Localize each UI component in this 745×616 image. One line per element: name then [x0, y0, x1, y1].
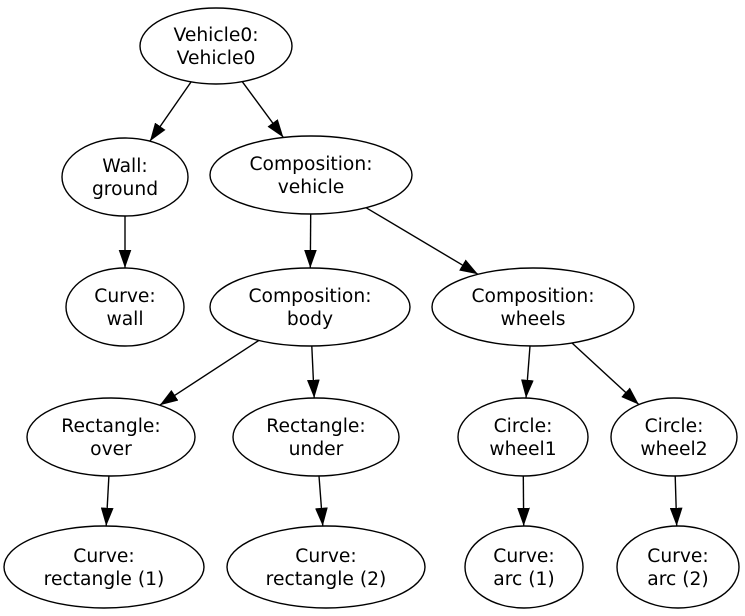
edge-composition_wheels-to-circle_wheel2 — [571, 342, 640, 406]
node-composition_vehicle: Composition:vehicle — [209, 135, 413, 215]
node-ellipse — [457, 397, 589, 477]
node-label-line: under — [289, 439, 344, 460]
node-label-line: Wall: — [102, 156, 147, 177]
node-label: Wall:ground — [92, 156, 158, 200]
node-curve_arc_2: Curve:arc (2) — [616, 525, 740, 609]
node-label-line: Circle: — [494, 416, 553, 437]
node-label: Curve:wall — [94, 286, 155, 330]
node-ellipse — [209, 267, 411, 347]
edge-circle_wheel2-to-curve_arc_2 — [669, 475, 683, 527]
node-curve_rectangle_2: Curve:rectangle (2) — [226, 525, 426, 609]
node-label-line: vehicle — [278, 177, 345, 198]
node-ellipse — [139, 7, 293, 85]
node-label-line: body — [287, 309, 333, 330]
node-label-line: arc (2) — [647, 569, 708, 590]
node-ellipse — [610, 397, 738, 477]
node-ellipse — [26, 397, 196, 477]
node-label: Circle:wheel2 — [640, 416, 707, 460]
node-circle_wheel2: Circle:wheel2 — [610, 397, 738, 477]
edge-composition_vehicle-to-composition_wheels — [365, 207, 479, 275]
node-wall_ground: Wall:ground — [61, 137, 189, 217]
node-rectangle_over: Rectangle:over — [26, 397, 196, 477]
edge-layer — [100, 81, 683, 527]
node-vehicle0: Vehicle0:Vehicle0 — [139, 7, 293, 85]
node-label-line: Curve: — [295, 546, 356, 567]
node-label-line: wheel1 — [489, 439, 556, 460]
node-ellipse — [431, 267, 635, 347]
node-label-line: Composition: — [471, 286, 594, 307]
node-label-line: arc (1) — [493, 569, 554, 590]
node-label: Curve:rectangle (2) — [266, 546, 387, 590]
node-ellipse — [3, 525, 205, 609]
node-label-line: Curve: — [647, 546, 708, 567]
node-label: Curve:arc (2) — [647, 546, 708, 590]
node-composition_body: Composition:body — [209, 267, 411, 347]
edge-composition_wheels-to-circle_wheel1 — [521, 345, 534, 399]
node-label-line: wheels — [500, 309, 565, 330]
node-curve_arc_1: Curve:arc (1) — [464, 525, 584, 609]
edge-rectangle_over-to-curve_rectangle_1 — [100, 475, 114, 527]
edge-vehicle0-to-composition_vehicle — [241, 81, 284, 138]
node-label: Curve:arc (1) — [493, 546, 554, 590]
node-label: Circle:wheel1 — [489, 416, 556, 460]
node-label-line: ground — [92, 179, 158, 200]
node-label-line: wheel2 — [640, 439, 707, 460]
node-ellipse — [209, 135, 413, 215]
node-label-line: Curve: — [73, 546, 134, 567]
node-label: Composition:wheels — [471, 286, 594, 330]
node-label-line: Vehicle0 — [177, 48, 256, 69]
node-composition_wheels: Composition:wheels — [431, 267, 635, 347]
node-label-line: rectangle (2) — [266, 569, 387, 590]
node-label-line: Rectangle: — [266, 416, 365, 437]
node-curve_rectangle_1: Curve:rectangle (1) — [3, 525, 205, 609]
node-label-line: wall — [106, 309, 143, 330]
node-label: Curve:rectangle (1) — [44, 546, 165, 590]
node-label-line: Composition: — [248, 286, 371, 307]
node-ellipse — [61, 137, 189, 217]
edge-rectangle_under-to-curve_rectangle_2 — [315, 475, 328, 527]
edge-vehicle0-to-wall_ground — [149, 81, 192, 142]
node-label-line: rectangle (1) — [44, 569, 165, 590]
node-ellipse — [616, 525, 740, 609]
node-ellipse — [65, 267, 185, 347]
node-label-line: Vehicle0: — [173, 25, 258, 46]
node-label-line: Rectangle: — [61, 416, 160, 437]
node-label: Rectangle:under — [266, 416, 365, 460]
node-label-line: Circle: — [645, 416, 704, 437]
node-rectangle_under: Rectangle:under — [232, 397, 400, 477]
node-label-line: Curve: — [493, 546, 554, 567]
node-layer: Vehicle0:Vehicle0Wall:groundComposition:… — [3, 7, 740, 609]
node-ellipse — [232, 397, 400, 477]
edge-composition_body-to-rectangle_over — [159, 339, 260, 406]
node-label: Vehicle0:Vehicle0 — [173, 25, 258, 69]
edge-composition_body-to-rectangle_under — [306, 345, 320, 399]
node-label-line: Curve: — [94, 286, 155, 307]
node-ellipse — [226, 525, 426, 609]
node-label: Composition:body — [248, 286, 371, 330]
node-label-line: over — [90, 439, 132, 460]
node-circle_wheel1: Circle:wheel1 — [457, 397, 589, 477]
node-curve_wall: Curve:wall — [65, 267, 185, 347]
node-label: Composition:vehicle — [249, 154, 372, 198]
node-label: Rectangle:over — [61, 416, 160, 460]
node-ellipse — [464, 525, 584, 609]
node-label-line: Composition: — [249, 154, 372, 175]
